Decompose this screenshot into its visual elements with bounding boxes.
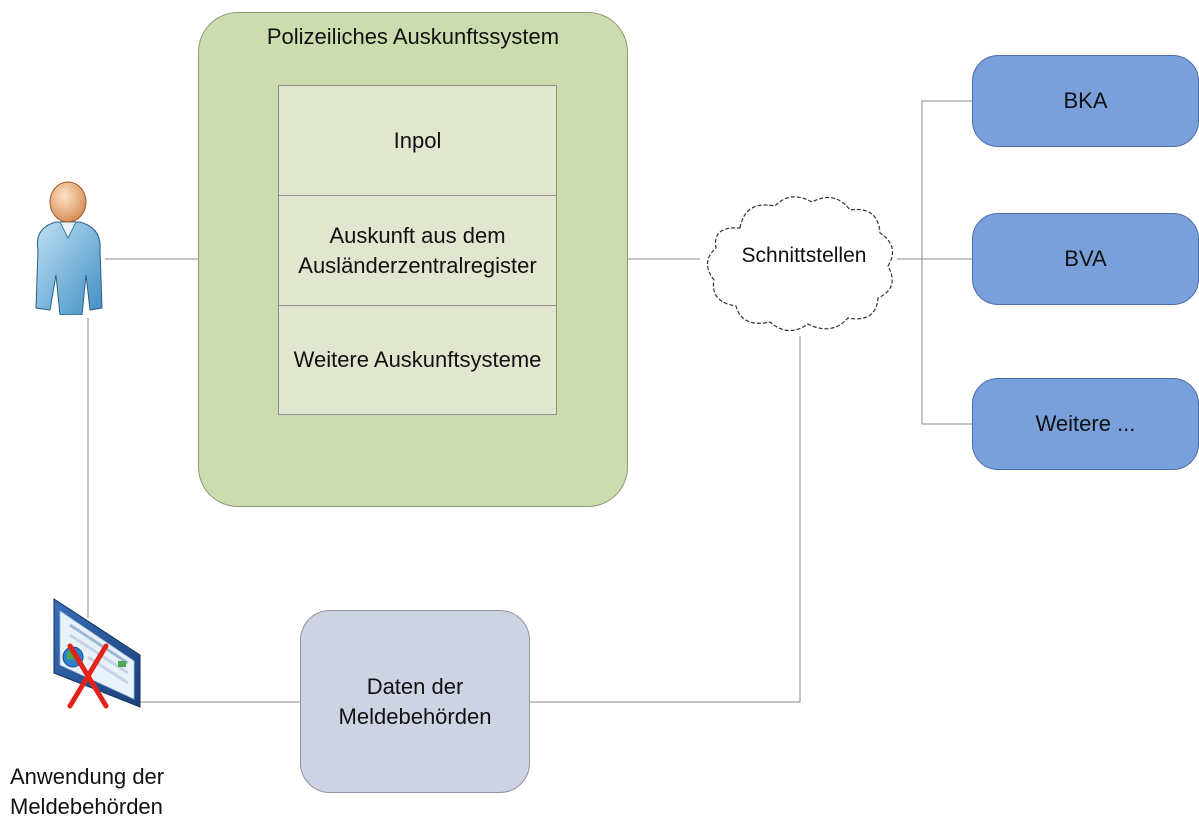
- registration-data-box: Daten der Meldebehörden: [300, 610, 530, 793]
- agency-bka: BKA: [972, 55, 1199, 147]
- interfaces-label: Schnittstellen: [741, 244, 867, 267]
- red-x-icon: [67, 643, 109, 709]
- cloud-icon: [706, 196, 894, 332]
- line-data-to-cloud: [530, 336, 801, 703]
- module-azr: Auskunft aus dem Ausländerzentralregiste…: [278, 195, 557, 306]
- app-caption: Anwendung der Meldebehörden: [10, 764, 165, 819]
- module-other-systems: Weitere Auskunftsysteme: [278, 305, 557, 415]
- police-system-title: Polizeiliches Auskunftssystem: [266, 24, 560, 49]
- agency-bva: BVA: [972, 213, 1199, 305]
- line-agency-bus: [921, 100, 972, 425]
- user-icon: [35, 181, 103, 315]
- agency-further: Weitere ...: [972, 378, 1199, 470]
- module-inpol: Inpol: [278, 85, 557, 196]
